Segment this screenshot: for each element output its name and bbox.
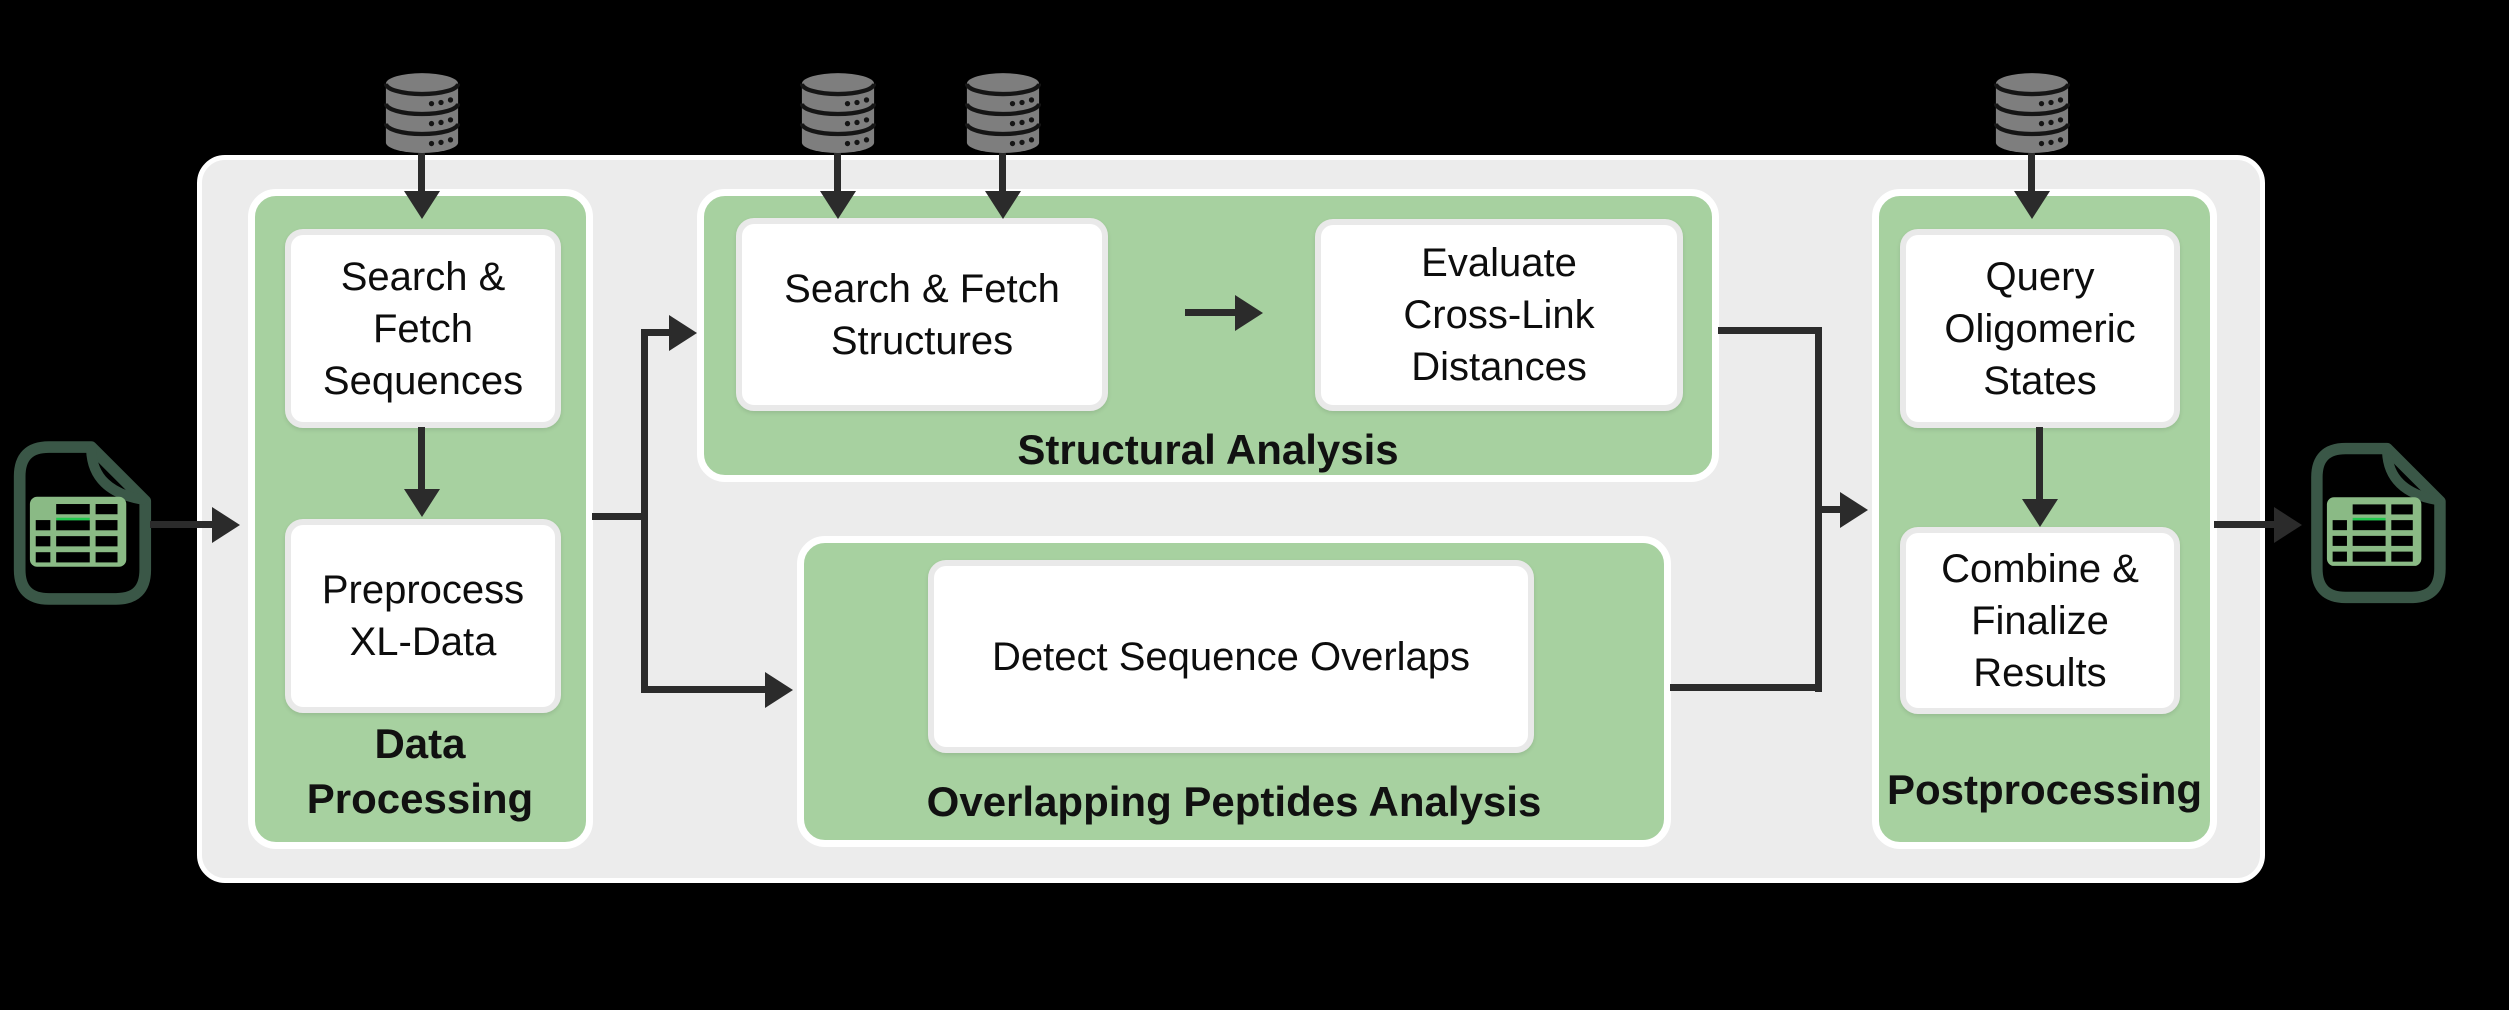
step-label: Search & Fetch Structures	[784, 266, 1060, 363]
output-spreadsheet-icon	[2311, 442, 2446, 604]
label-structural-analysis: Structural Analysis	[1017, 426, 1399, 473]
arrow-db-pp-head	[2014, 191, 2050, 219]
arrow-merge-bottom-line	[1670, 684, 1822, 691]
arrow-output-head	[2274, 507, 2302, 543]
arrow-dp-internal-head	[404, 489, 440, 517]
arrow-merge-mid-line	[1818, 506, 1840, 513]
arrow-pp-internal-head	[2022, 499, 2058, 527]
label-postprocessing: Postprocessing	[1886, 766, 2203, 813]
database-icon	[965, 73, 1041, 153]
arrow-db-dp-head	[404, 191, 440, 219]
arrow-input-head	[212, 507, 240, 543]
arrow-db-sa1-head	[820, 191, 856, 219]
label-data-processing: Data Processing	[306, 720, 534, 822]
arrow-branch-stub	[592, 513, 648, 520]
step-label: Preprocess XL-Data	[321, 568, 525, 664]
step-label: Query Oligomeric States	[1944, 254, 2136, 403]
label-overlapping-peptides-analysis: Overlapping Peptides Analysis	[926, 778, 1542, 825]
arrow-pp-internal-line	[2036, 427, 2043, 499]
arrow-branch-top-line	[645, 329, 669, 336]
arrow-dp-internal-line	[418, 427, 425, 489]
arrow-db-pp-line	[2028, 153, 2035, 191]
step-query-oligomeric-states: Query Oligomeric States	[1900, 229, 2180, 428]
arrow-db-sa2-line	[999, 153, 1006, 191]
arrow-sa-internal-line	[1185, 309, 1235, 316]
step-preprocess-xl-data: Preprocess XL-Data	[285, 519, 561, 713]
arrow-input-line	[150, 521, 212, 528]
arrow-sa-internal-head	[1235, 295, 1263, 331]
database-icon	[800, 73, 876, 153]
arrow-branch-bottom-head	[765, 672, 793, 708]
step-combine-finalize-results: Combine & Finalize Results	[1900, 527, 2180, 714]
arrow-branch-vertical	[641, 329, 648, 693]
step-search-fetch-sequences: Search & Fetch Sequences	[285, 229, 561, 428]
arrow-db-dp-line	[418, 153, 425, 191]
arrow-db-sa1-line	[834, 153, 841, 191]
step-search-fetch-structures: Search & Fetch Structures	[736, 218, 1108, 411]
step-label: Evaluate Cross-Link Distances	[1403, 241, 1595, 389]
arrow-db-sa2-head	[985, 191, 1021, 219]
arrow-merge-top-line	[1718, 327, 1822, 334]
step-evaluate-cross-link-distances: Evaluate Cross-Link Distances	[1315, 219, 1683, 411]
step-label: Detect Sequence Overlaps	[991, 634, 1471, 679]
arrow-branch-top-head	[669, 315, 697, 351]
step-detect-sequence-overlaps: Detect Sequence Overlaps	[928, 560, 1534, 753]
step-label: Combine & Finalize Results	[1941, 546, 2139, 695]
arrow-branch-bottom-line	[645, 686, 765, 693]
arrow-output-line	[2214, 521, 2274, 528]
database-icon	[384, 73, 460, 153]
arrow-merge-mid-head	[1840, 492, 1868, 528]
input-spreadsheet-icon	[13, 441, 152, 605]
database-icon	[1994, 73, 2070, 153]
step-label: Search & Fetch Sequences	[322, 254, 524, 403]
